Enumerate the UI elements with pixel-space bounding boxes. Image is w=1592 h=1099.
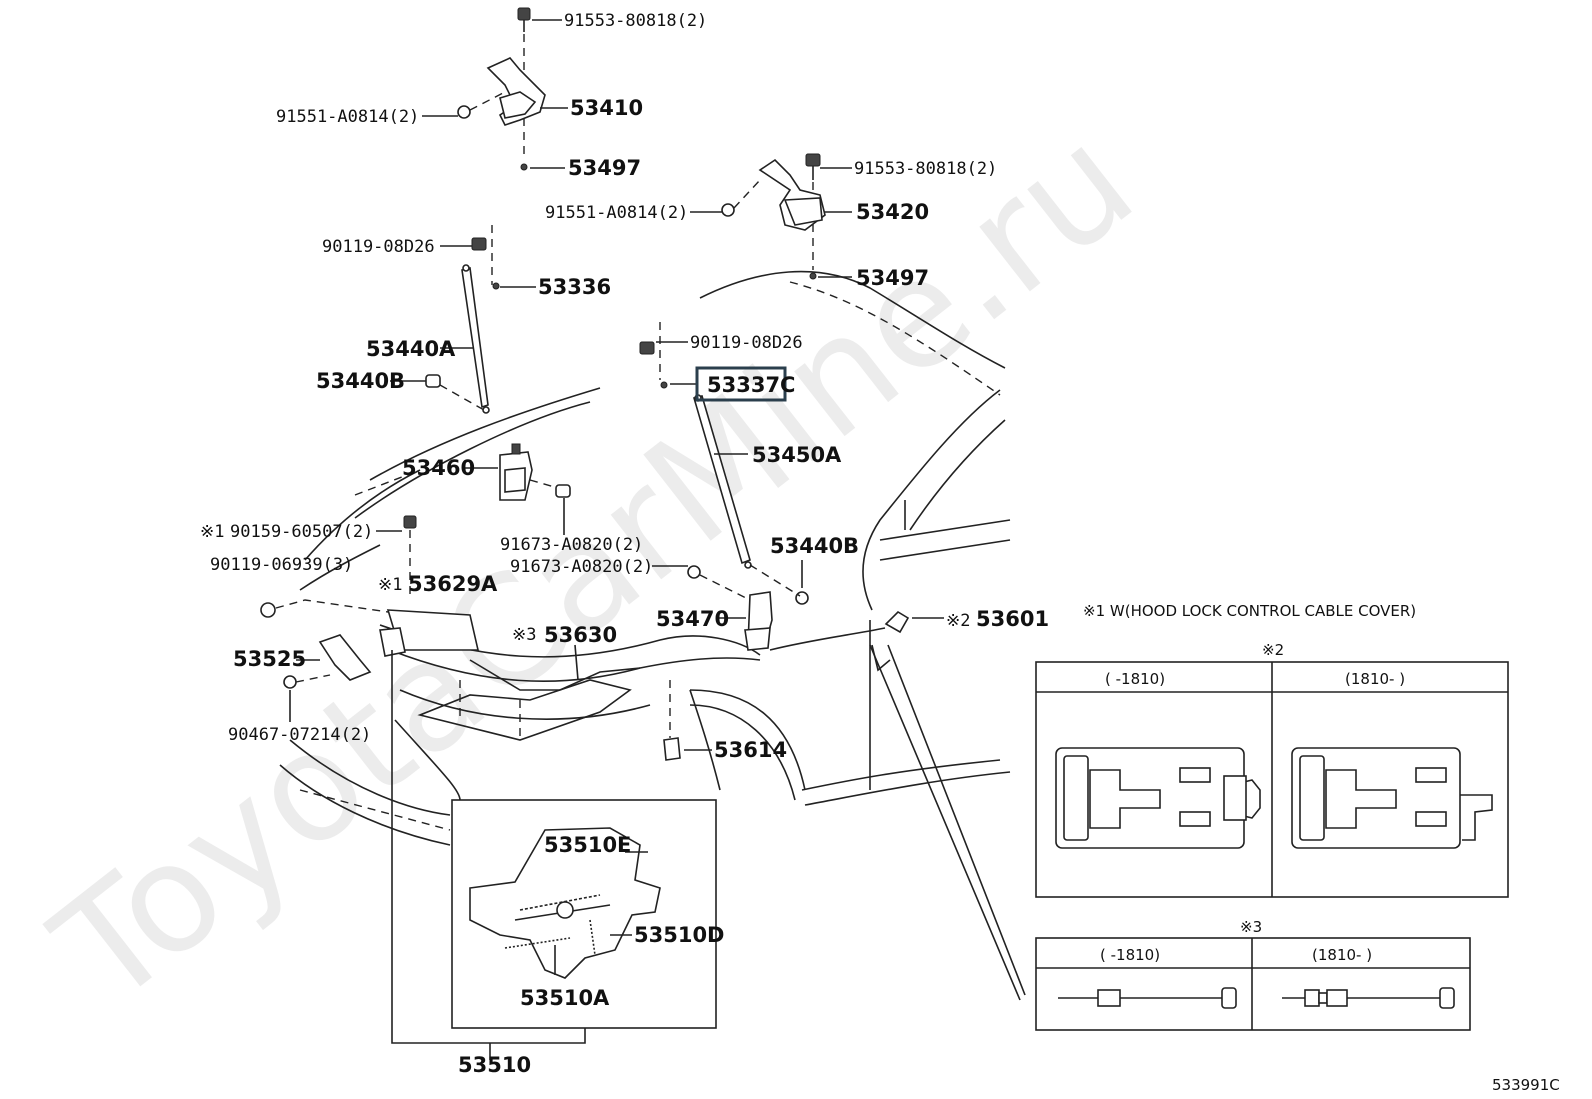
label-53525: 53525 — [233, 647, 306, 671]
cable-new — [1282, 987, 1455, 1009]
label-91553-right: 91553-80818(2) — [854, 159, 997, 179]
table-2: ※2 ( -1810) (1810- ) — [1035, 641, 1509, 898]
strut-53440A — [425, 225, 500, 414]
label-90159: 90159-60507(2) — [230, 522, 373, 542]
lock-53470 — [652, 565, 773, 651]
label-53440B-right: 53440B — [770, 534, 859, 558]
leader-lines-53440A — [390, 245, 536, 382]
table-3-mark: ※3 — [1240, 918, 1262, 936]
label-53420: 53420 — [856, 200, 929, 224]
label-53497-left: 53497 — [568, 156, 641, 180]
label-90119-06939: 90119-06939(3) — [210, 555, 353, 575]
label-53630-mark: ※3 — [512, 625, 536, 645]
label-53336: 53336 — [538, 275, 611, 299]
label-91553-top: 91553-80818(2) — [564, 11, 707, 31]
label-91673-a: 91673-A0820(2) — [500, 535, 643, 555]
table-2-col2: (1810- ) — [1345, 670, 1405, 688]
label-53450A: 53450A — [752, 443, 842, 467]
hinge-53410 — [457, 7, 546, 171]
table-2-mark: ※2 — [1262, 641, 1284, 659]
table-3: ※3 ( -1810) (1810- ) — [1035, 918, 1471, 1031]
lock-53460 — [464, 443, 571, 535]
label-53629A: 53629A — [408, 572, 498, 596]
label-53630: 53630 — [544, 623, 617, 647]
label-53440B-left: 53440B — [316, 369, 405, 393]
strut-53450A — [639, 322, 809, 605]
highlight-53337C — [695, 366, 787, 402]
label-90467: 90467-07214(2) — [228, 725, 371, 745]
car-body-outline — [279, 270, 1011, 846]
cable-old — [1058, 987, 1237, 1009]
label-91551-left: 91551-A0814(2) — [276, 107, 419, 127]
leader-lines-53420 — [690, 167, 852, 278]
label-90119-right: 90119-08D26 — [690, 333, 803, 353]
label-53440A: 53440A — [366, 337, 456, 361]
release-53525 — [283, 634, 372, 722]
label-53497-right: 53497 — [856, 266, 929, 290]
hinge-53420 — [721, 153, 826, 280]
label-53601: 53601 — [976, 607, 1049, 631]
label-53460: 53460 — [402, 456, 475, 480]
label-53510D: 53510D — [634, 923, 725, 947]
support-53629A — [260, 515, 480, 657]
label-90159-mark: ※1 — [200, 522, 224, 542]
ref-code: 533991C — [1492, 1076, 1560, 1094]
label-91551-right: 91551-A0814(2) — [545, 203, 688, 223]
leader-lines-53410 — [422, 19, 568, 169]
label-53470: 53470 — [656, 607, 729, 631]
detail-box-53510 — [391, 650, 717, 1060]
label-53510: 53510 — [458, 1053, 531, 1077]
table-3-col2: (1810- ) — [1312, 946, 1372, 964]
label-53510A: 53510A — [520, 986, 610, 1010]
leader-lines-53450A — [656, 341, 803, 588]
label-91673-b: 91673-A0820(2) — [510, 557, 653, 577]
table-2-col1: ( -1810) — [1105, 670, 1165, 688]
clip-53614 — [663, 680, 712, 761]
table-3-col1: ( -1810) — [1100, 946, 1160, 964]
label-53614: 53614 — [714, 738, 787, 762]
label-53337C: 53337C — [707, 373, 795, 397]
label-53601-mark: ※2 — [946, 611, 970, 631]
label-53510E: 53510E — [544, 833, 631, 857]
label-53629A-mark: ※1 — [378, 575, 402, 595]
connector-old — [1055, 747, 1261, 849]
note-1: ※1 W(HOOD LOCK CONTROL CABLE COVER) — [1083, 602, 1416, 620]
connector-new — [1291, 747, 1493, 849]
label-90119-left: 90119-08D26 — [322, 237, 435, 257]
cable-53630 — [459, 644, 641, 740]
label-53410: 53410 — [570, 96, 643, 120]
cable-53601 — [769, 610, 1026, 1001]
